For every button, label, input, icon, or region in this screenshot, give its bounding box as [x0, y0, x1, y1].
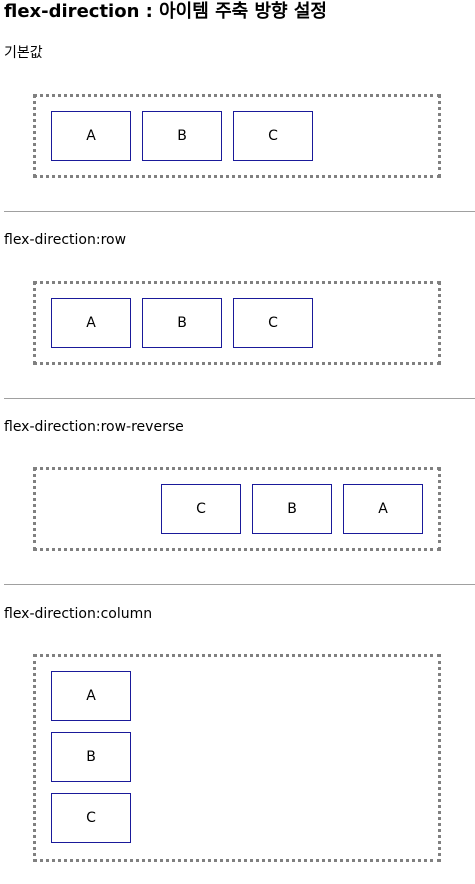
section-label-default: 기본값 [4, 45, 43, 61]
flex-item: A [51, 298, 131, 348]
divider [4, 584, 475, 585]
section-label-row: flex-direction:row [4, 232, 127, 248]
section-label-column: flex-direction:column [4, 606, 153, 622]
flex-item: C [233, 298, 313, 348]
flex-container-default: A B C [33, 94, 441, 178]
flex-container-row-reverse: A B C [33, 467, 441, 551]
divider [4, 398, 475, 399]
flex-item: C [51, 793, 131, 843]
flex-item: B [142, 298, 222, 348]
page-title: flex-direction : 아이템 주축 방향 설정 [4, 1, 327, 22]
flex-item: A [51, 671, 131, 721]
flex-item: A [343, 484, 423, 534]
flex-container-column: A B C [33, 654, 441, 862]
flex-item: C [233, 111, 313, 161]
flex-item: C [161, 484, 241, 534]
divider [4, 211, 475, 212]
flex-item: B [51, 732, 131, 782]
flex-item: A [51, 111, 131, 161]
section-label-row-reverse: flex-direction:row-reverse [4, 419, 184, 435]
flex-item: B [252, 484, 332, 534]
flex-container-row: A B C [33, 281, 441, 365]
flex-item: B [142, 111, 222, 161]
